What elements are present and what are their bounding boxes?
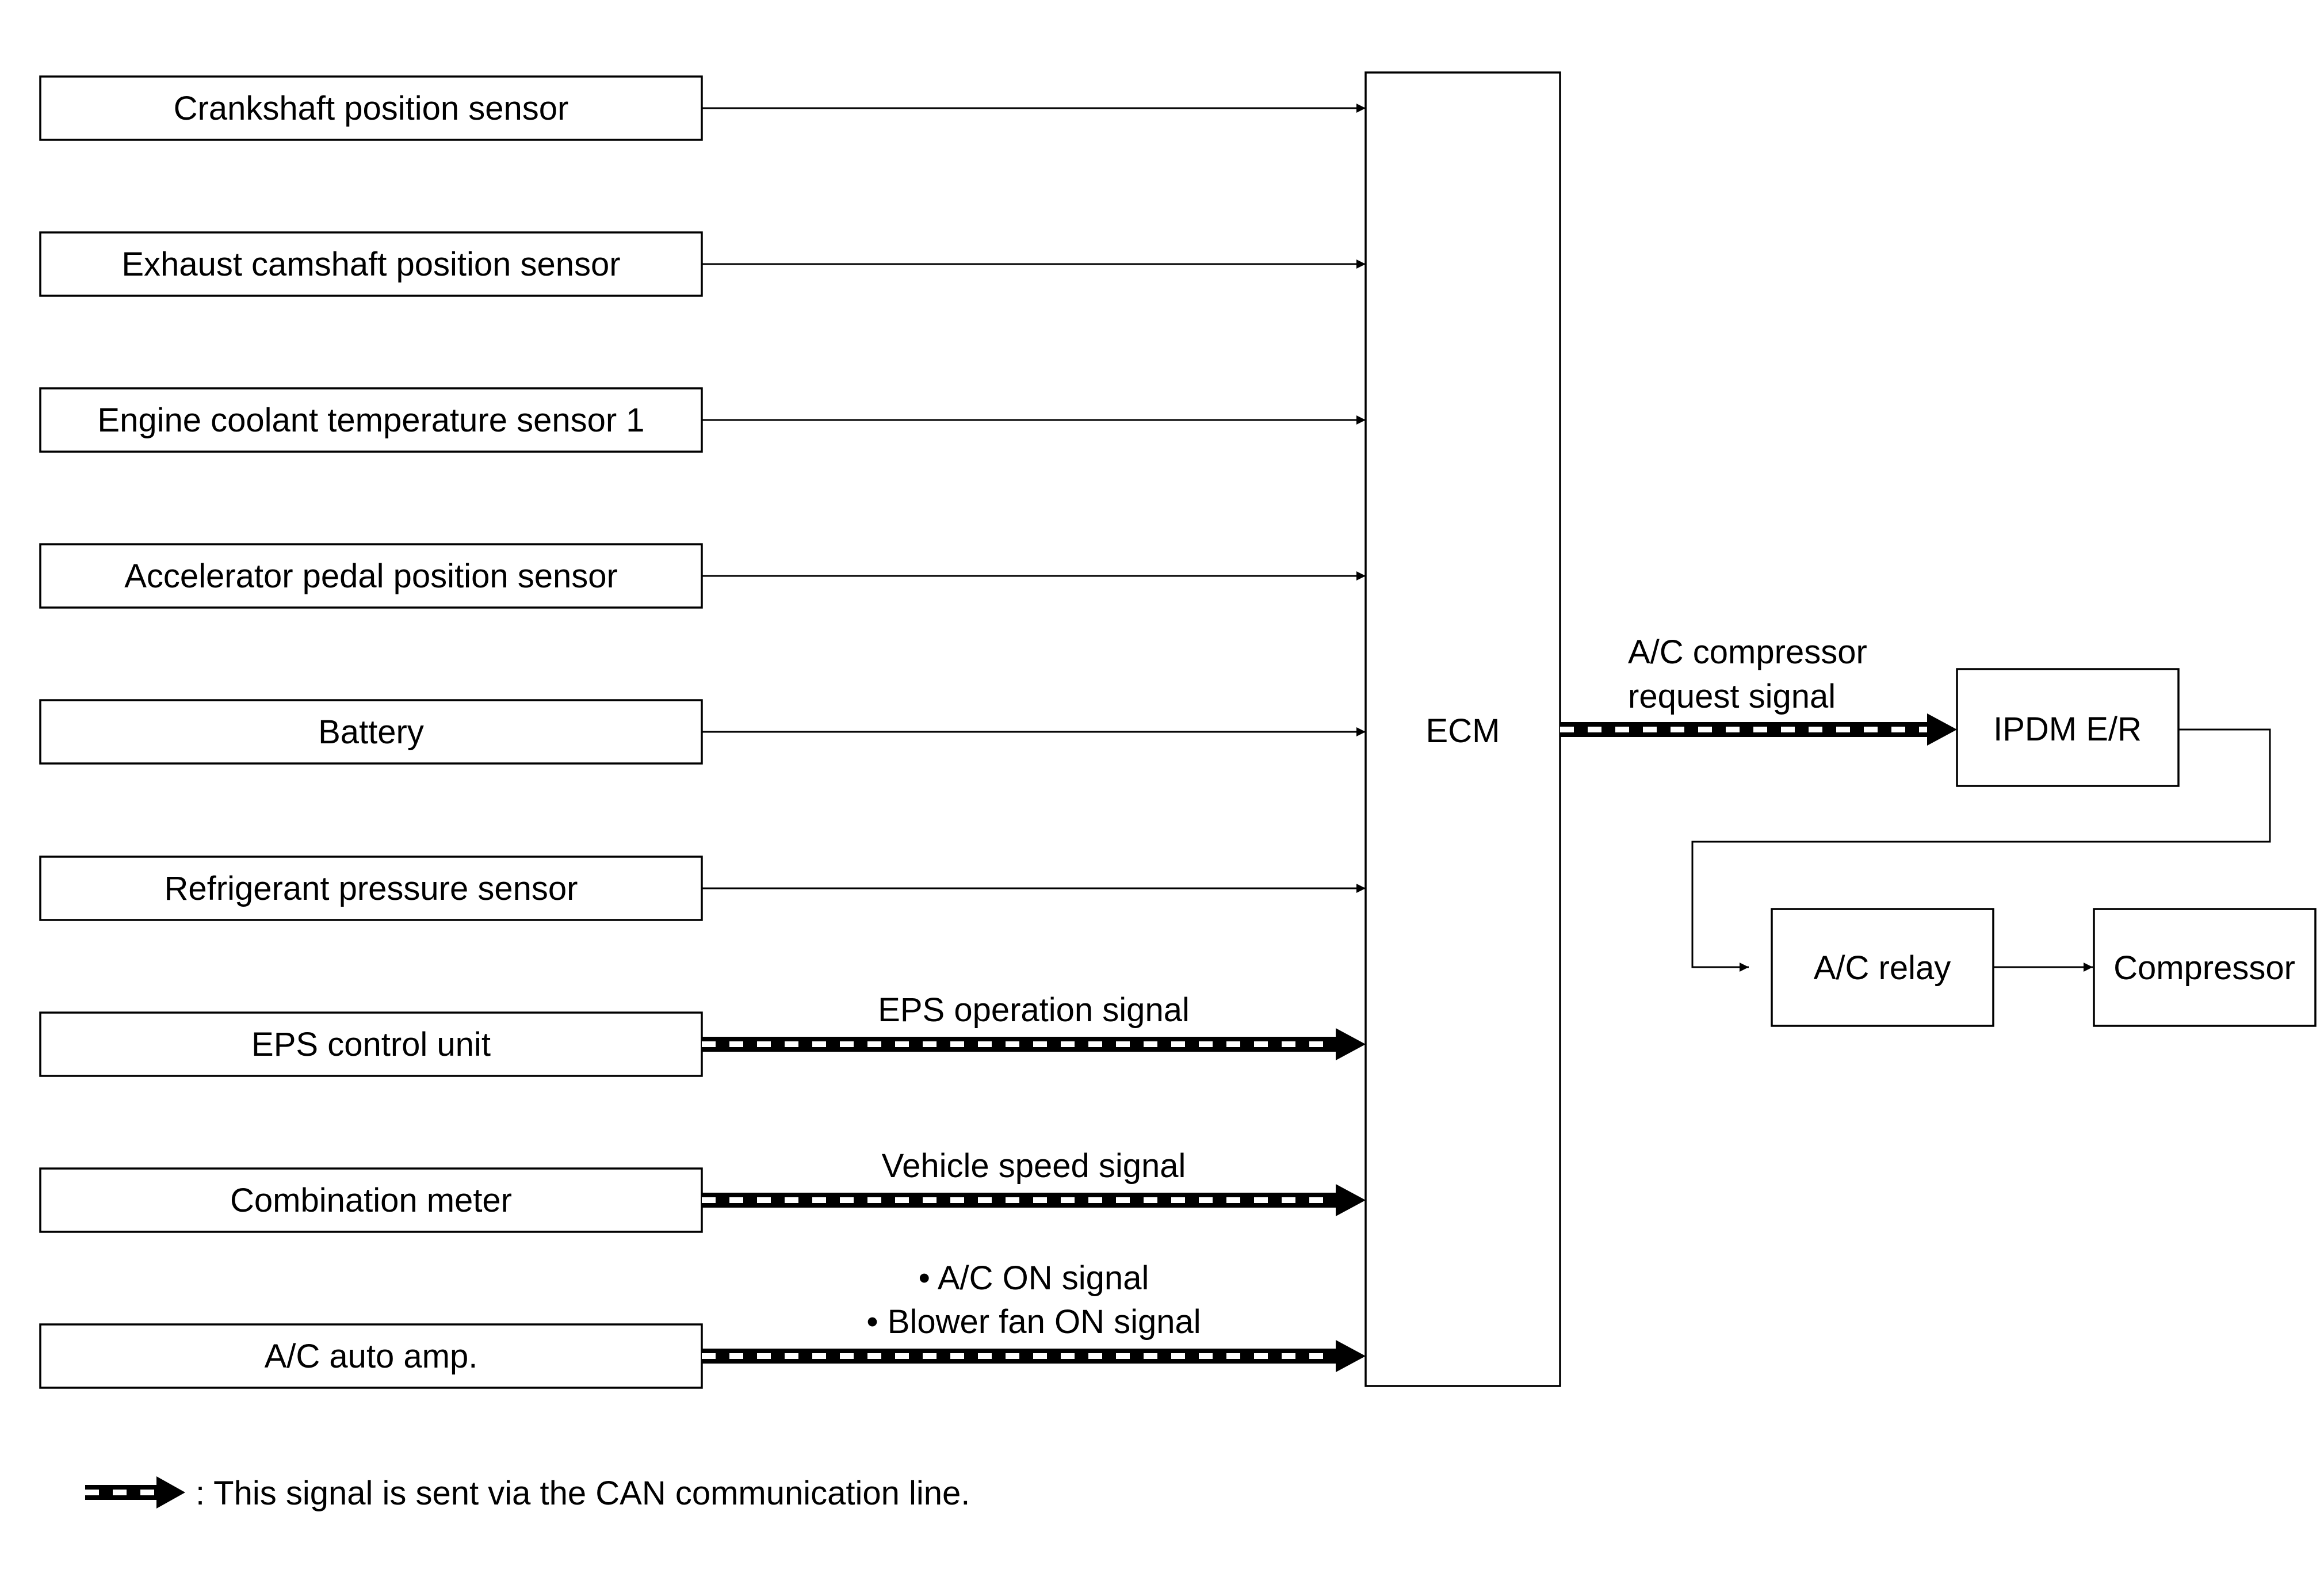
input-box (39, 1011, 703, 1077)
ipdm-er-block: IPDM E/R (1956, 668, 2180, 787)
input-box (39, 1167, 703, 1233)
legend-text: : This signal is sent via the CAN commun… (196, 1475, 970, 1512)
signal-label: • A/C ON signal (919, 1259, 1149, 1297)
signal-label: EPS operation signal (878, 991, 1190, 1029)
can-arrowhead (1336, 1340, 1366, 1372)
input-label: Exhaust camshaft position sensor (121, 246, 620, 283)
input-8: A/C auto amp. • A/C ON signal • Blower fan… (39, 1259, 1366, 1389)
input-4: Battery (39, 699, 1366, 765)
request-signal-label-line1: A/C compressor (1628, 633, 1867, 671)
ecm-block: ECM (1364, 71, 1561, 1387)
input-2: Engine coolant temperature sensor 1 (39, 387, 1366, 453)
input-label: A/C auto amp. (265, 1338, 478, 1375)
ac-compressor-request-connector: A/C compressor request signal (1560, 633, 1957, 746)
input-box (39, 856, 703, 921)
input-3: Accelerator pedal position sensor (39, 543, 1366, 609)
input-box (39, 387, 703, 453)
signal-label: • Blower fan ON signal (866, 1303, 1201, 1341)
request-signal-label-line2: request signal (1628, 678, 1836, 715)
signal-label: Vehicle speed signal (882, 1147, 1186, 1185)
ipdm-to-relay-connector (1691, 728, 2271, 972)
can-arrowhead (1336, 1028, 1366, 1060)
ac-relay-block: A/C relay (1771, 908, 1994, 1027)
ecm-label: ECM (1426, 712, 1500, 750)
can-arrowhead (1336, 1184, 1366, 1216)
input-box (39, 231, 703, 297)
input-box (39, 699, 703, 765)
input-label: Battery (318, 713, 424, 751)
ipdm-er-box (1956, 668, 2180, 787)
input-1: Exhaust camshaft position sensor (39, 231, 1366, 297)
compressor-box (2093, 908, 2317, 1027)
input-box (39, 543, 703, 609)
compressor-block: Compressor (2093, 908, 2317, 1027)
input-7: Combination meter Vehicle speed signal (39, 1147, 1366, 1233)
input-label: EPS control unit (251, 1026, 491, 1063)
input-0: Crankshaft position sensor (39, 75, 1366, 141)
input-label: Engine coolant temperature sensor 1 (97, 402, 644, 439)
input-6: EPS control unit EPS operation signal (39, 991, 1366, 1077)
ac-relay-box (1771, 908, 1994, 1027)
input-label: Crankshaft position sensor (174, 90, 569, 127)
ecm-box (1364, 71, 1561, 1387)
input-label: Accelerator pedal position sensor (124, 558, 618, 595)
input-label: Combination meter (230, 1182, 512, 1219)
legend: : This signal is sent via the CAN commun… (85, 1475, 970, 1512)
input-5: Refrigerant pressure sensor (39, 856, 1366, 921)
ac-relay-label: A/C relay (1814, 949, 1951, 987)
input-label: Refrigerant pressure sensor (165, 870, 578, 907)
input-box (39, 75, 703, 141)
ipdm-er-label: IPDM E/R (1993, 711, 2142, 748)
compressor-label: Compressor (2113, 949, 2295, 987)
